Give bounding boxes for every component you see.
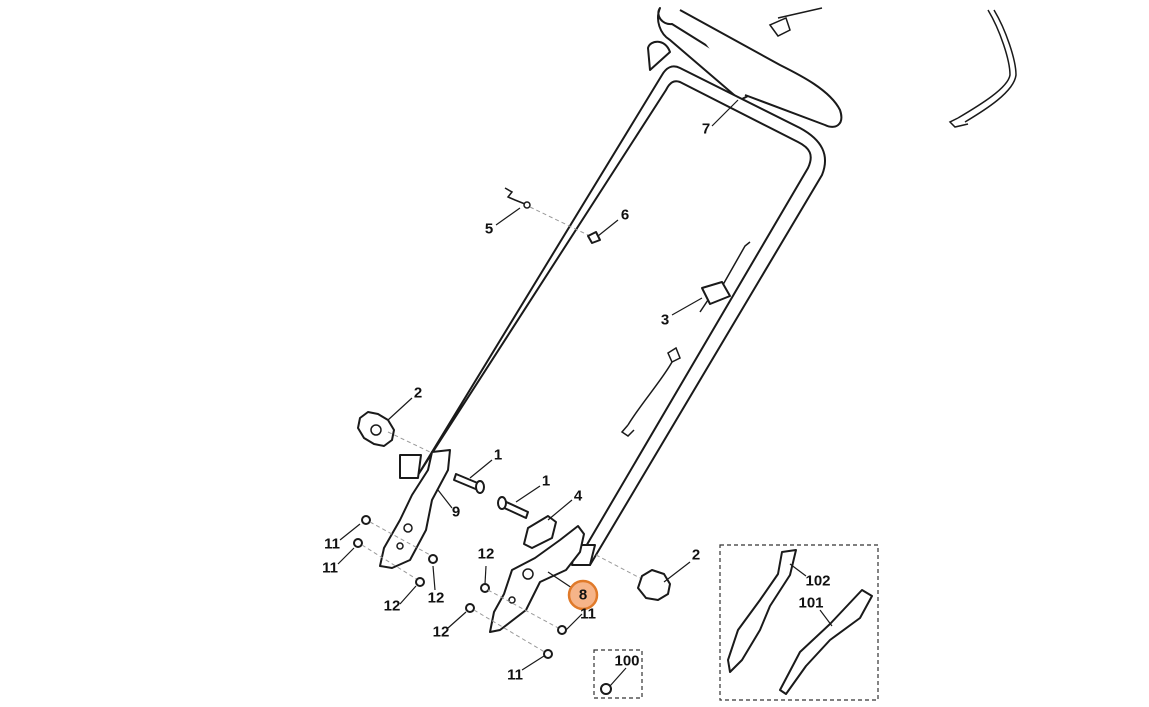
callout-102[interactable]: 102 bbox=[805, 573, 830, 590]
callout-11-left-upper[interactable]: 11 bbox=[324, 536, 340, 553]
control-cable-top bbox=[948, 9, 1017, 128]
bolt-1-upper bbox=[453, 473, 485, 494]
upper-handle-bar bbox=[657, 7, 843, 128]
callout-12-right-lower[interactable]: 12 bbox=[433, 624, 450, 641]
callout-9[interactable]: 9 bbox=[452, 504, 460, 521]
callout-8[interactable]: 8 bbox=[579, 587, 587, 604]
star-knob-left bbox=[357, 411, 431, 453]
bolt-1-lower bbox=[497, 496, 529, 519]
callout-11-left-lower[interactable]: 11 bbox=[322, 560, 338, 577]
callout-12-mid[interactable]: 12 bbox=[428, 590, 445, 607]
main-handle-tube bbox=[399, 40, 827, 566]
callout-7[interactable]: 7 bbox=[702, 121, 710, 138]
callout-100[interactable]: 100 bbox=[614, 653, 639, 670]
callout-6[interactable]: 6 bbox=[621, 207, 629, 224]
left-hinge-bracket bbox=[379, 449, 451, 569]
star-knob-right bbox=[595, 554, 671, 601]
callout-3[interactable]: 3 bbox=[661, 312, 669, 329]
callout-5[interactable]: 5 bbox=[485, 221, 493, 238]
callout-12-left[interactable]: 12 bbox=[384, 598, 401, 615]
callout-101[interactable]: 101 bbox=[798, 595, 823, 612]
callout-12-right-upper[interactable]: 12 bbox=[478, 546, 495, 563]
callout-8-highlight bbox=[567, 579, 599, 611]
callout-11-right-lower[interactable]: 11 bbox=[507, 667, 523, 684]
callout-1-upper[interactable]: 1 bbox=[494, 447, 502, 464]
cable-clip bbox=[699, 241, 751, 313]
spacer-block bbox=[523, 515, 557, 549]
cable-clamp-screw bbox=[504, 187, 601, 244]
fasteners-left bbox=[353, 515, 438, 587]
callout-11-right-upper[interactable]: 11 bbox=[580, 606, 596, 623]
callout-1-lower[interactable]: 1 bbox=[542, 473, 550, 490]
fasteners-right bbox=[465, 583, 567, 659]
callout-2-upper[interactable]: 2 bbox=[414, 385, 422, 402]
kit-box-101-102 bbox=[719, 544, 879, 701]
cable-link bbox=[620, 346, 681, 437]
kit-box-100 bbox=[593, 649, 643, 699]
callout-labels: 7 5 6 3 2 1 1 4 9 11 11 12 12 12 12 8 11… bbox=[322, 121, 830, 684]
callout-2-lower[interactable]: 2 bbox=[692, 547, 700, 564]
callout-4[interactable]: 4 bbox=[574, 488, 583, 505]
leader-lines bbox=[337, 99, 833, 687]
